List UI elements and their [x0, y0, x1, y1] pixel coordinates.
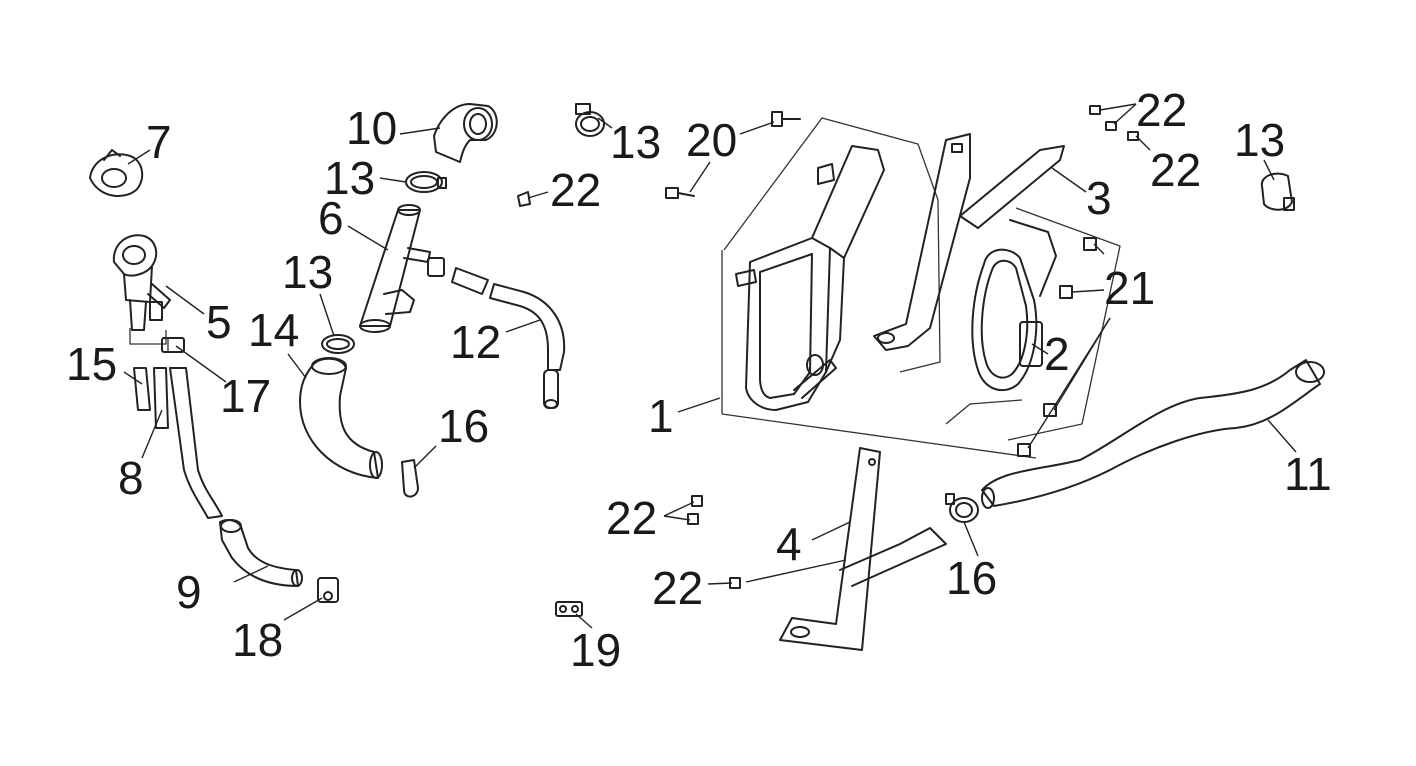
callout-5: 5	[206, 296, 232, 348]
callout-labels: 7 5 17 15 8 9 18 10 13 6 13 14 16 12 13 …	[66, 84, 1332, 676]
callout-9: 9	[176, 566, 202, 618]
part-13-hose-clamp	[405, 171, 447, 193]
callout-22-d: 22	[606, 492, 657, 544]
part-10-elbow-hose	[433, 103, 498, 163]
part-13-hose-clamp-lower	[321, 334, 355, 354]
part-22-bolt-left	[517, 191, 531, 207]
part-11-radiator-hose	[981, 359, 1325, 509]
part-13-hose-clamp-right	[1260, 172, 1295, 211]
callout-7: 7	[146, 116, 172, 168]
callout-12: 12	[450, 316, 501, 368]
part-22-bolts-upper-right	[1089, 105, 1139, 141]
part-4-lower-bracket	[779, 447, 947, 651]
callout-22-b: 22	[1136, 84, 1187, 136]
part-16-clip	[401, 459, 419, 498]
callout-18: 18	[232, 614, 283, 666]
part-18-clip	[317, 577, 339, 603]
part-9-lower-hose	[219, 519, 303, 587]
part-20-bolt-lower	[665, 187, 695, 199]
callout-22-a: 22	[550, 164, 601, 216]
callout-13-a: 13	[324, 152, 375, 204]
callout-6: 6	[318, 192, 344, 244]
callout-22-e: 22	[652, 562, 703, 614]
callout-8: 8	[118, 452, 144, 504]
callout-11: 11	[1284, 448, 1332, 500]
part-2-cooling-fan	[945, 207, 1121, 441]
part-20-bolt-upper	[771, 111, 801, 127]
callout-4: 4	[776, 518, 802, 570]
leader-lines	[123, 103, 1297, 629]
part-3-bracket	[873, 133, 1065, 351]
callout-13-d: 13	[1234, 114, 1285, 166]
callout-17: 17	[220, 370, 271, 422]
part-5-filler-neck	[112, 234, 171, 331]
callout-13-c: 13	[610, 116, 661, 168]
part-16-clamp-right	[945, 493, 979, 523]
callout-13-b: 13	[282, 246, 333, 298]
callout-2: 2	[1044, 328, 1070, 380]
callout-16-b: 16	[946, 552, 997, 604]
callout-1: 1	[648, 390, 674, 442]
part-19-clip	[555, 601, 583, 617]
callout-20: 20	[686, 114, 737, 166]
part-13-hose-clamp-top	[575, 103, 605, 137]
callout-15: 15	[66, 338, 117, 390]
callout-14: 14	[248, 304, 299, 356]
part-17-hose-clip	[161, 337, 185, 353]
callout-3: 3	[1086, 172, 1112, 224]
part-1-radiator	[721, 117, 1037, 459]
callout-19: 19	[570, 624, 621, 676]
part-6-t-pipe	[359, 204, 431, 333]
part-7-clamp-cap	[89, 149, 144, 198]
callout-21: 21	[1104, 262, 1155, 314]
part-15-breather-tube	[133, 367, 169, 429]
part-8-overflow-hose	[129, 328, 223, 519]
callout-16-a: 16	[438, 400, 489, 452]
part-14-curved-hose	[299, 357, 383, 479]
callout-10: 10	[346, 102, 397, 154]
callout-22-c: 22	[1150, 144, 1201, 196]
part-12-hose	[427, 257, 566, 409]
